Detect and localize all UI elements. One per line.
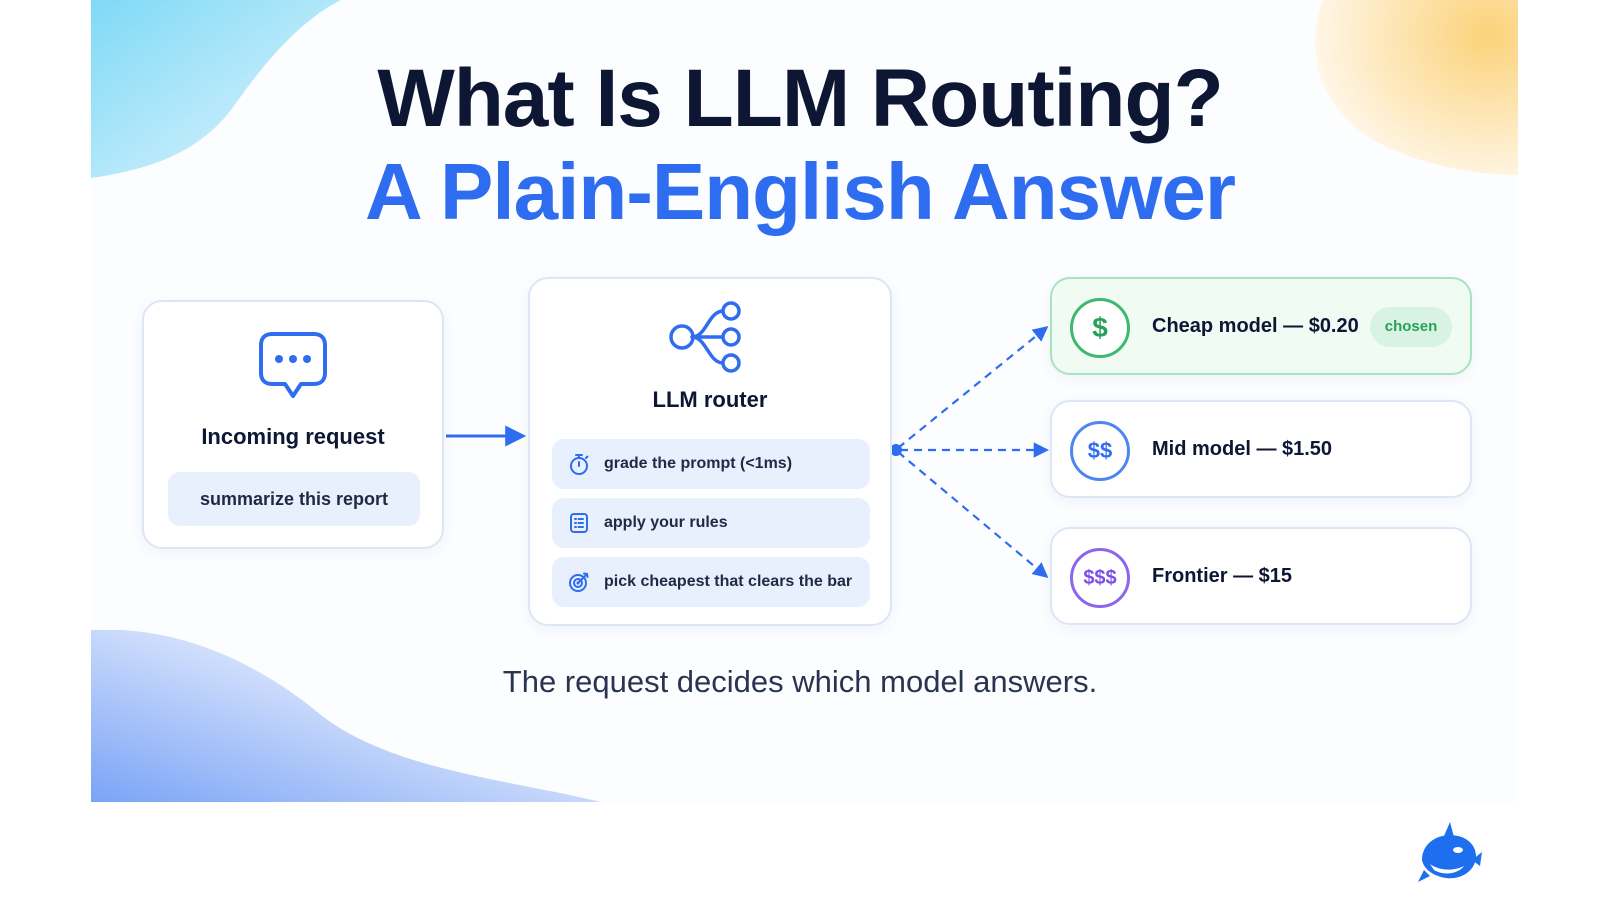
router-step-text: pick cheapest that clears the bar [604, 573, 853, 590]
model-card-cheap: $ Cheap model — $0.20 chosen [1050, 277, 1472, 375]
router-step-rules: apply your rules [552, 498, 870, 548]
dollar-coin-icon: $ [1070, 298, 1130, 358]
incoming-request-label: Incoming request [201, 424, 385, 449]
caption: The request decides which model answers. [502, 664, 1098, 699]
model-label-mid: Mid model — $1.50 [1152, 438, 1333, 460]
stopwatch-icon [570, 454, 589, 475]
title-line-1: What Is LLM Routing? [377, 53, 1223, 144]
blob-top-left [91, 0, 341, 178]
triple-dollar-coin-icon: $$$ [1070, 548, 1130, 608]
incoming-request-card: Incoming request summarize this report [142, 300, 444, 549]
checklist-icon [570, 513, 588, 533]
model-card-frontier: $$$ Frontier — $15 [1050, 527, 1472, 625]
model-label-cheap: Cheap model — $0.20 [1152, 315, 1359, 337]
title-line-2: A Plain-English Answer [365, 147, 1236, 236]
double-dollar-coin-icon: $$ [1070, 421, 1130, 481]
target-icon [569, 572, 589, 592]
llm-router-card: LLM router grade the prompt (<1ms) [528, 277, 892, 626]
router-step-text: grade the prompt (<1ms) [604, 455, 793, 472]
blob-top-right [1315, 0, 1518, 175]
router-step-text: apply your rules [604, 514, 728, 531]
chosen-badge: chosen [1370, 307, 1452, 347]
blob-bottom-left [91, 630, 601, 802]
router-network-icon [669, 301, 741, 373]
router-step-grade: grade the prompt (<1ms) [552, 439, 870, 489]
orca-logo-icon [1418, 822, 1482, 882]
model-label-frontier: Frontier — $15 [1152, 565, 1293, 587]
request-example-chip: summarize this report [168, 472, 420, 526]
router-step-pick: pick cheapest that clears the bar [552, 557, 870, 607]
model-card-mid: $$ Mid model — $1.50 [1050, 400, 1472, 498]
chat-bubble-icon [259, 332, 327, 398]
llm-router-label: LLM router [652, 387, 768, 412]
